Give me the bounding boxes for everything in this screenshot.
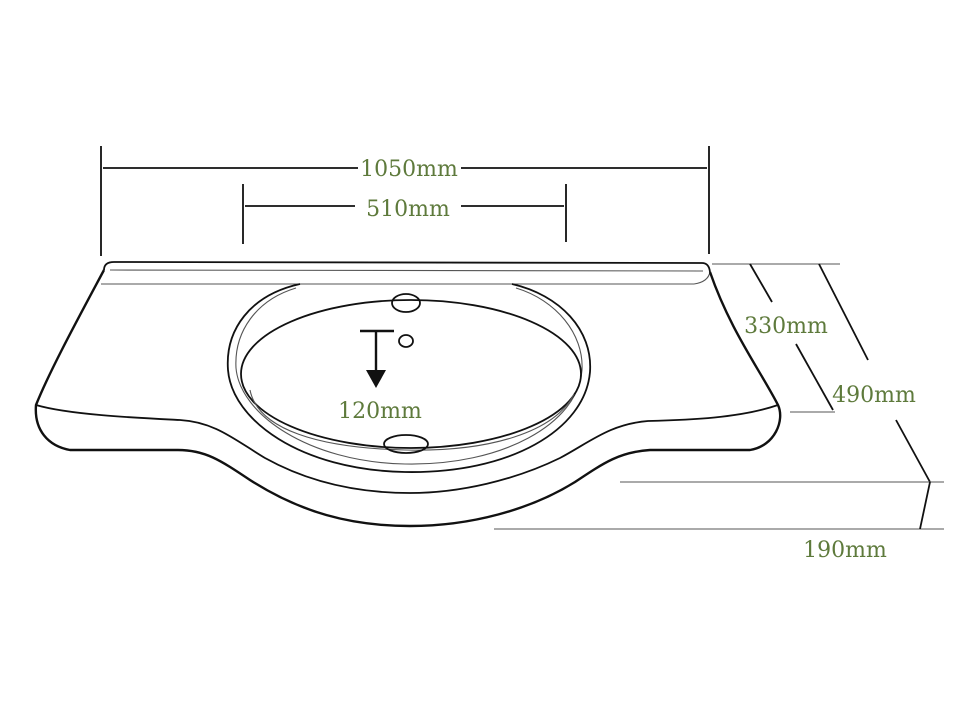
total-depth-line-lower <box>895 419 931 483</box>
faucet-hole <box>391 293 421 313</box>
basin-inner-bowl <box>240 299 582 449</box>
back-lip-line <box>109 269 704 272</box>
total-depth-line-upper <box>818 263 869 361</box>
overflow-hole <box>398 334 414 348</box>
basin-inner-shadow <box>249 389 575 451</box>
side-depth-label: 330mm <box>744 314 828 339</box>
arrow-down-icon <box>366 370 386 388</box>
basin-depth-dimension: 120mm <box>338 329 422 424</box>
vanity-top <box>34 261 782 528</box>
front-projection-label: 190mm <box>803 538 887 563</box>
basin-width-dimension: 510mm <box>242 184 567 244</box>
side-depth-dimension: 330mm <box>712 263 840 413</box>
total-depth-dimension: 490mm <box>620 263 944 483</box>
back-lip-right-corner <box>693 271 711 285</box>
basin-depth-label: 120mm <box>338 399 422 424</box>
basin-width-label: 510mm <box>366 197 450 222</box>
drain-hole <box>383 434 429 454</box>
back-lip-outline <box>103 261 711 273</box>
front-projection-line <box>919 481 931 530</box>
basin-inner-rim <box>235 287 583 465</box>
total-width-label: 1050mm <box>360 157 458 182</box>
side-depth-line-lower <box>795 343 834 411</box>
total-depth-label: 490mm <box>832 383 916 408</box>
basin-outer-rim <box>226 283 591 473</box>
total-width-dimension: 1050mm <box>100 146 710 256</box>
vanity-front-edge <box>35 404 779 494</box>
basin-bowl <box>226 283 591 473</box>
vanity-outer-outline <box>34 269 782 528</box>
side-depth-line-upper <box>749 263 773 303</box>
front-projection-dimension: 190mm <box>494 481 944 563</box>
